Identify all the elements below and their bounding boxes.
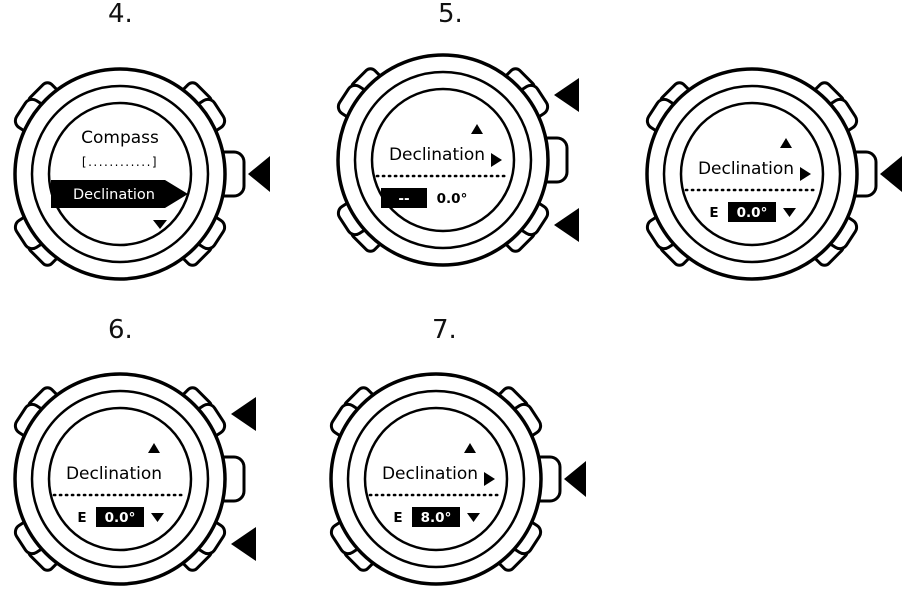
value-highlight <box>728 202 776 222</box>
watch-screen-declination: Declination E 8.0° <box>368 443 504 527</box>
direction-value: E <box>77 510 86 526</box>
declination-value: 0.0° <box>737 205 768 221</box>
scroll-down-icon <box>467 513 480 522</box>
step-label-7: 7. <box>432 315 457 345</box>
value-highlight <box>412 507 460 527</box>
scroll-up-icon <box>780 138 792 148</box>
screen-title: Declination <box>389 145 485 165</box>
screen-title: Declination <box>698 159 794 179</box>
watch-step-4: Compass [............] Declination <box>2 52 272 297</box>
menu-item-placeholder: [............] <box>82 155 158 169</box>
next-arrow-icon <box>484 472 495 486</box>
scroll-down-icon <box>783 208 796 217</box>
scroll-down-icon <box>153 220 167 229</box>
watch-illustration: Declination E 8.0° <box>326 372 586 586</box>
step-label-4: 4. <box>108 0 133 29</box>
press-indicator-middle-right <box>880 156 902 192</box>
menu-title: Compass <box>81 128 159 148</box>
screen-title: Declination <box>66 464 162 484</box>
declination-value: 8.0° <box>421 510 452 526</box>
watch-screen-declination: Declination E 0.0° <box>52 443 188 527</box>
next-arrow-icon <box>491 153 502 167</box>
press-indicator-middle-right <box>564 461 586 497</box>
screen-title: Declination <box>382 464 478 484</box>
watch-screen-menu: Compass [............] Declination <box>51 128 188 229</box>
watch-step-7: Declination E 8.0° <box>318 357 588 602</box>
selected-item-label: Declination <box>73 187 155 203</box>
press-indicator-top-right <box>231 397 256 431</box>
next-arrow-icon <box>800 167 811 181</box>
press-indicator-bottom-right <box>554 208 579 242</box>
direction-value: E <box>393 510 402 526</box>
watch-step-6: Declination E 0.0° <box>2 357 272 602</box>
declination-value: 0.0° <box>437 191 468 207</box>
watch-illustration: Declination E 0.0° <box>642 67 902 281</box>
watch-screen-declination: Declination E 0.0° <box>684 138 820 222</box>
declination-value: 0.0° <box>105 510 136 526</box>
watch-screen-declination: Declination -- 0.0° <box>375 124 511 208</box>
watch-illustration: Declination E 0.0° <box>10 372 256 586</box>
watch-illustration: Compass [............] Declination <box>10 67 270 281</box>
direction-value: E <box>709 205 718 221</box>
value-highlight <box>96 507 144 527</box>
press-indicator-top-right <box>554 78 579 112</box>
scroll-down-icon <box>151 513 164 522</box>
direction-value: -- <box>398 191 409 207</box>
watch-illustration: Declination -- 0.0° <box>333 53 579 267</box>
step-label-6: 6. <box>108 315 133 345</box>
press-indicator-middle-right <box>248 156 270 192</box>
step-label-5: 5. <box>438 0 463 29</box>
selected-item-bar <box>51 180 188 208</box>
scroll-up-icon <box>148 443 160 453</box>
watch-body <box>10 67 246 281</box>
watch-step-5a: Declination -- 0.0° <box>325 38 595 283</box>
scroll-up-icon <box>471 124 483 134</box>
direction-highlight <box>381 188 427 208</box>
watch-step-5b: Declination E 0.0° <box>634 52 904 297</box>
press-indicator-bottom-right <box>231 527 256 561</box>
scroll-up-icon <box>464 443 476 453</box>
